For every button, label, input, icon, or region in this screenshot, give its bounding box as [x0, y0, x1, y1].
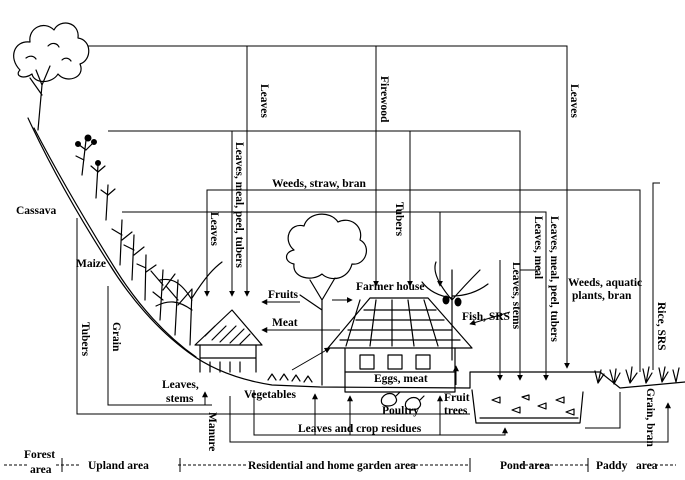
manure-label: Manure: [206, 412, 218, 451]
farmer-house-icon: [327, 297, 473, 393]
leaves-meal-peel-tubers-label-2: Leaves, meal, peel, tubers: [548, 216, 560, 342]
poultry-icon: [380, 391, 425, 411]
zone-paddy: Paddy: [596, 460, 628, 472]
tubers-mid-label: Tubers: [393, 202, 405, 237]
poultry-label: Poultry: [382, 405, 419, 417]
meat-label: Meat: [272, 317, 298, 329]
zone-bar: Forest area Upland area Residential and …: [4, 449, 676, 476]
fruit-label: Fruit: [444, 392, 470, 404]
vertical-labels: Leaves Firewood Leaves Leaves, meal, pee…: [79, 76, 667, 451]
eggs-meat-label: Eggs, meat: [374, 373, 428, 385]
papaya-tree-icon: [421, 261, 489, 361]
cassava-label: Cassava: [16, 205, 57, 217]
zone-pond: Pond area: [500, 460, 550, 472]
pond-fish-icon: [491, 394, 575, 416]
leaves-meal-label: Leaves, meal: [532, 216, 544, 279]
flow-lines: [76, 45, 671, 443]
weeds-aquatic-label-line1: Weeds, aquatic: [568, 277, 642, 289]
tubers-left-label: Tubers: [79, 322, 91, 357]
maize-label: Maize: [76, 258, 106, 270]
weeds-straw-bran-label: Weeds, straw, bran: [272, 178, 367, 190]
banana-plants-icon: [155, 261, 223, 346]
flow-labels: Cassava Maize Fruits Meat Farmer house F…: [16, 178, 642, 435]
leaves-label-3: Leaves: [208, 212, 220, 246]
zone-forest-line2: area: [30, 464, 52, 476]
zone-upland: Upland area: [88, 460, 149, 472]
fish-srs-label: Fish, SRS: [462, 311, 510, 323]
grain-left-label: Grain: [110, 322, 122, 352]
leaves-stems-label-line1: Leaves,: [162, 379, 199, 391]
maize-plants-icon: [111, 219, 193, 336]
rice-srs-label: Rice, SRS: [655, 302, 667, 351]
fruits-label: Fruits: [268, 289, 299, 301]
zone-paddy-area: area: [636, 460, 658, 472]
house-tree-icon: [285, 213, 368, 386]
zone-residential: Residential and home garden area: [248, 460, 416, 472]
leaves-stems-label-line2: stems: [166, 393, 194, 405]
forest-tree-icon: [13, 22, 90, 131]
leaves-stems-vertical-label: Leaves, stems: [510, 262, 522, 330]
terrain-illustration: [13, 22, 685, 424]
small-hut-icon: [194, 309, 263, 373]
leaves-label-2: Leaves: [568, 84, 580, 118]
zone-forest-line1: Forest: [24, 449, 55, 461]
cassava-plants-icon: [75, 134, 116, 221]
firewood-label: Firewood: [378, 76, 390, 123]
leaves-meal-peel-tubers-label: Leaves, meal, peel, tubers: [233, 142, 245, 268]
grain-bran-label: Grain, bran: [644, 388, 656, 447]
vegetables-label: Vegetables: [244, 389, 296, 401]
vegetables-icon: [267, 373, 313, 383]
weeds-aquatic-label-line2: plants, bran: [572, 290, 632, 302]
trees-label: trees: [444, 405, 468, 417]
rice-plants-icon: [594, 366, 680, 385]
leaves-label-1: Leaves: [258, 84, 270, 118]
leaves-crop-residues-label: Leaves and crop residues: [298, 423, 422, 435]
farmer-house-label: Farmer house: [356, 281, 424, 293]
